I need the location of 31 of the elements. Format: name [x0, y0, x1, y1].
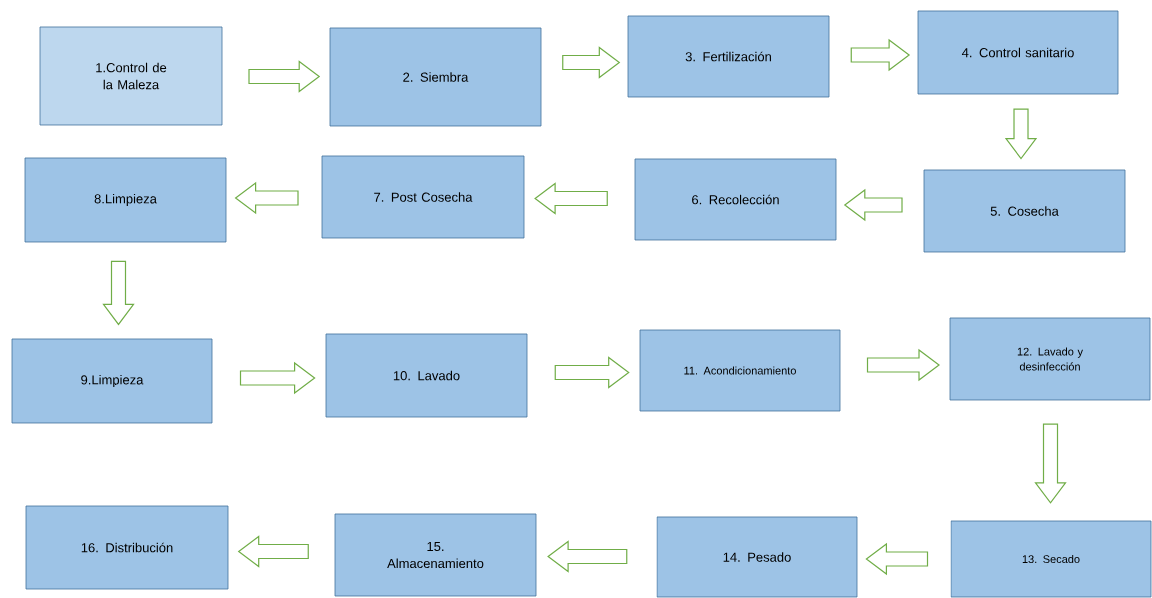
- process-box: 11. Acondicionamiento: [639, 329, 841, 412]
- arrow: [239, 361, 316, 395]
- arrow: [237, 535, 309, 568]
- arrow: [534, 182, 608, 215]
- arrow: [850, 38, 911, 72]
- arrow: [865, 542, 929, 576]
- process-box: 4. Control sanitario: [917, 10, 1119, 95]
- arrow: [866, 348, 940, 382]
- process-box: 14. Pesado: [656, 516, 858, 598]
- process-box: 6. Recolección: [634, 158, 837, 241]
- process-box: 5. Cosecha: [923, 169, 1126, 253]
- arrow: [234, 181, 299, 215]
- process-box: 8.Limpieza: [24, 157, 227, 243]
- arrow: [248, 60, 321, 93]
- arrow: [102, 260, 135, 326]
- process-box: 2. Siembra: [329, 27, 542, 127]
- arrow: [1004, 108, 1038, 160]
- arrow: [554, 356, 630, 389]
- process-box: 9.Limpieza: [11, 338, 213, 424]
- process-box: 3. Fertilización: [627, 15, 830, 98]
- process-box: 16. Distribución: [25, 505, 229, 590]
- process-box: 7. Post Cosecha: [321, 155, 525, 239]
- process-box: 1.Control de la Maleza: [39, 26, 223, 126]
- process-box: 13. Secado: [950, 520, 1152, 598]
- arrow: [547, 540, 628, 573]
- arrow: [1034, 423, 1067, 504]
- process-box: 12. Lavado y desinfección: [949, 317, 1151, 401]
- arrow: [562, 46, 621, 79]
- arrow: [843, 188, 903, 222]
- process-box: 15. Almacenamiento: [334, 513, 537, 597]
- process-box: 10. Lavado: [325, 333, 528, 418]
